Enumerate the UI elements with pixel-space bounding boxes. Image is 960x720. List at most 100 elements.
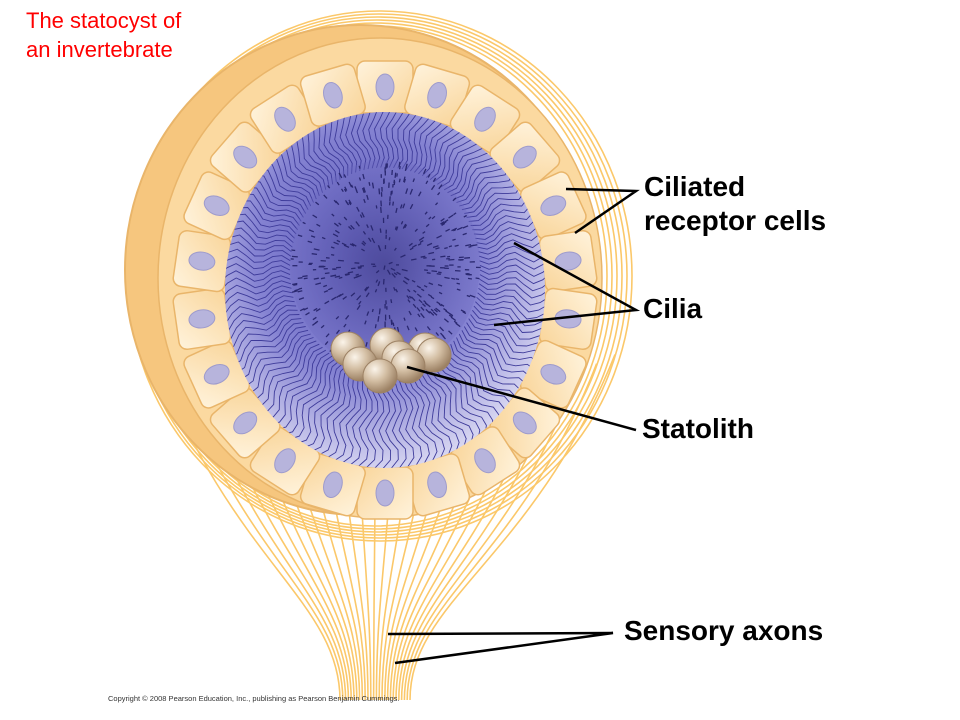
cilium (401, 112, 422, 170)
cilium (371, 112, 385, 168)
leader-lines (387, 187, 641, 665)
cilium-tip (435, 247, 440, 250)
cilium-tip (391, 273, 396, 278)
cilium (414, 112, 446, 173)
cilium-tip (378, 308, 381, 315)
cilium-tip (412, 178, 416, 183)
cilium-tip (417, 242, 422, 246)
cilium-tip (394, 172, 397, 178)
cilium-tip (465, 243, 472, 247)
statolith-grain (362, 358, 398, 394)
cilium-tip (418, 191, 422, 197)
cell-nucleus (427, 81, 447, 109)
cilium (225, 322, 304, 373)
cell-nucleus (427, 471, 447, 499)
cilium-tip (470, 244, 474, 247)
slide-title: The statocyst of an invertebrate (26, 6, 181, 64)
cilium-tip (437, 283, 443, 287)
cilium-tip (355, 221, 360, 227)
cilium-tip (453, 212, 457, 216)
cilium-tip (335, 329, 340, 335)
cilia (225, 112, 545, 468)
cilium-tip (400, 254, 406, 258)
cilium-tip (445, 228, 450, 232)
cilium-tip (361, 212, 365, 218)
cell-nucleus (375, 479, 395, 507)
cilium-tip (398, 165, 401, 170)
cilium-tip (399, 204, 403, 209)
cilium-tip (438, 184, 443, 190)
cilium (417, 366, 453, 459)
cilium-tip (462, 311, 467, 315)
cilium (301, 362, 345, 449)
cilium-tip (456, 282, 461, 285)
cilium (425, 112, 469, 178)
cilium-tip (448, 258, 455, 261)
receptor-cell (538, 229, 598, 293)
cilium-tip (368, 181, 371, 186)
cilium-tip (388, 261, 393, 265)
cilium (443, 350, 500, 429)
cilium-tip (359, 214, 363, 218)
leader-ciliated-cells (565, 187, 640, 235)
cilium-tip (332, 233, 339, 238)
cilium-tip (291, 249, 296, 252)
cilium (436, 355, 487, 439)
cilium-tip (334, 229, 340, 234)
cilium-tip (420, 255, 426, 258)
cilium (461, 330, 534, 391)
cilium-tip (338, 259, 344, 262)
cilium-tip (443, 318, 449, 323)
cilium-tip (361, 242, 366, 246)
cilium-tip (343, 188, 347, 193)
cilium-tip (456, 226, 463, 231)
cilium-tip (356, 206, 360, 212)
cilium (425, 362, 467, 452)
cell-nucleus (540, 363, 567, 385)
cilium-tip (408, 295, 412, 299)
cilium-tip (466, 273, 472, 276)
cilium-tip (435, 332, 440, 337)
cilium (225, 290, 293, 319)
cilium-tip (379, 228, 382, 233)
cilium-tip (297, 277, 303, 280)
cilium-tip (378, 188, 381, 195)
cilium (478, 229, 545, 255)
cilium-tip (425, 180, 429, 185)
cilium-tip (423, 257, 427, 259)
cilium (478, 283, 545, 301)
receptor-cell (404, 63, 471, 127)
cilium-tip (395, 207, 398, 214)
cilium (332, 112, 362, 172)
cilium-tip (323, 289, 329, 293)
cell-nucleus (512, 145, 537, 169)
receptor-cell (449, 84, 521, 154)
cilium-tip (464, 257, 471, 259)
cilium-tip (338, 172, 343, 179)
cilium-tip (409, 247, 414, 251)
cilium-tip (463, 214, 468, 218)
cilium-tip (404, 166, 408, 172)
cilium (317, 112, 353, 174)
cilium-tip (344, 186, 348, 191)
cilium-tip (313, 277, 319, 280)
cilium-tip (462, 225, 469, 229)
cilium-tip (450, 316, 457, 322)
receptor-cell (249, 426, 321, 496)
cell-nucleus (474, 448, 496, 474)
cilium-tip (377, 244, 381, 250)
cilium (225, 213, 294, 244)
cilium (478, 238, 545, 260)
cilium-tip (428, 216, 432, 220)
receptor-cell (538, 287, 598, 351)
cilium-tip (409, 203, 414, 210)
cilium-tip (307, 240, 313, 244)
cilium (273, 352, 330, 431)
cilium-tip (358, 300, 362, 305)
cell-nucleus (233, 145, 258, 169)
cilium-tip (427, 173, 431, 178)
cilium (225, 263, 291, 277)
cilium-tip (427, 293, 433, 298)
cilium-tip (313, 307, 318, 312)
cilium-tip (356, 304, 361, 310)
